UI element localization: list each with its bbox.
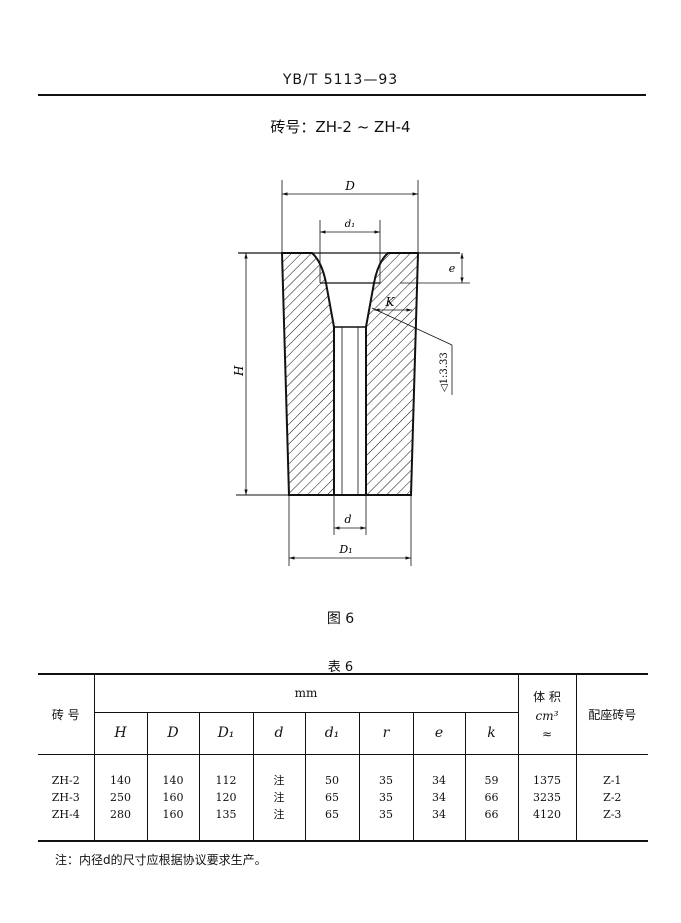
cell: 1375	[518, 771, 577, 789]
cell: 66	[465, 788, 519, 806]
dim-H-label: H	[232, 365, 246, 377]
cell: 注	[253, 771, 306, 789]
col-matching-header: 配座砖号	[576, 673, 648, 755]
technical-drawing: D d₁ e K ◁1:3.33 H d D₁	[232, 179, 470, 566]
cell: 注	[253, 788, 306, 806]
sub-header: D₁	[199, 712, 254, 755]
dim-K-label: K	[385, 295, 396, 309]
volume-unit: cm³	[535, 708, 559, 723]
dim-d-label: d	[344, 513, 351, 526]
sub-header: H	[94, 712, 148, 755]
footnote: 注：内径d的尺寸应根据协议要求生产。	[55, 853, 267, 867]
sub-header: d	[253, 712, 306, 755]
sub-header: D	[147, 712, 200, 755]
table-row: ZH-4 280 160 135 注 65 35 34 66 4120 Z-3	[38, 805, 648, 823]
table-row: ZH-2 140 140 112 注 50 35 34 59 1375 Z-1	[38, 771, 648, 789]
table-row: ZH-3 250 160 120 注 65 35 34 66 3235 Z-2	[38, 788, 648, 806]
sub-header: r	[359, 712, 414, 755]
cell: 34	[413, 805, 466, 823]
cell: ZH-3	[38, 788, 95, 806]
cell: 250	[94, 788, 148, 806]
cell: 66	[465, 805, 519, 823]
table-caption: 表 6	[327, 660, 354, 675]
unit-header: mm	[94, 673, 519, 713]
dim-e-label: e	[449, 262, 456, 275]
right-section	[365, 252, 420, 496]
cell: Z-3	[603, 807, 622, 821]
cell: 280	[94, 805, 148, 823]
cell: 50	[305, 771, 360, 789]
cell: 65	[305, 788, 360, 806]
cell: 140	[147, 771, 200, 789]
cell: 3235	[518, 788, 577, 806]
dim-d1-label: d₁	[345, 219, 355, 230]
cell: 140	[94, 771, 148, 789]
cell: Z-2	[603, 790, 622, 804]
cell: 35	[359, 771, 414, 789]
sub-header: e	[413, 712, 466, 755]
cell: 34	[413, 788, 466, 806]
cell: ZH-4	[38, 805, 95, 823]
cell: 35	[359, 788, 414, 806]
col-volume-header: 体 积 cm³ ≈	[518, 673, 577, 755]
cell: 135	[199, 805, 254, 823]
figure-caption: 图 6	[326, 611, 355, 627]
sub-header: k	[465, 712, 519, 755]
cell: 120	[199, 788, 254, 806]
sub-header: d₁	[305, 712, 360, 755]
header-rule	[38, 94, 646, 96]
volume-approx: ≈	[541, 726, 553, 741]
taper-label: ◁1:3.33	[439, 352, 450, 392]
volume-label: 体 积	[533, 689, 561, 704]
col-brick-header: 砖 号	[38, 673, 95, 755]
cell: Z-1	[603, 773, 622, 787]
standard-code: YB/T 5113—93	[282, 72, 399, 88]
cell: 35	[359, 805, 414, 823]
brick-title: 砖号：ZH-2 ~ ZH-4	[270, 118, 411, 136]
cell: ZH-2	[38, 771, 95, 789]
cell: 注	[253, 805, 306, 823]
left-section	[280, 252, 335, 496]
cell: 34	[413, 771, 466, 789]
cell: 65	[305, 805, 360, 823]
spec-table: 砖 号 mm 体 积 cm³ ≈ 配座砖号 H D D₁ d d₁ r e k …	[38, 673, 648, 842]
cell: 4120	[518, 805, 577, 823]
cell: 59	[465, 771, 519, 789]
cell: 112	[199, 771, 254, 789]
dim-D1-label: D₁	[338, 543, 352, 556]
dim-D-label: D	[344, 179, 355, 193]
cell: 160	[147, 805, 200, 823]
cell: 160	[147, 788, 200, 806]
